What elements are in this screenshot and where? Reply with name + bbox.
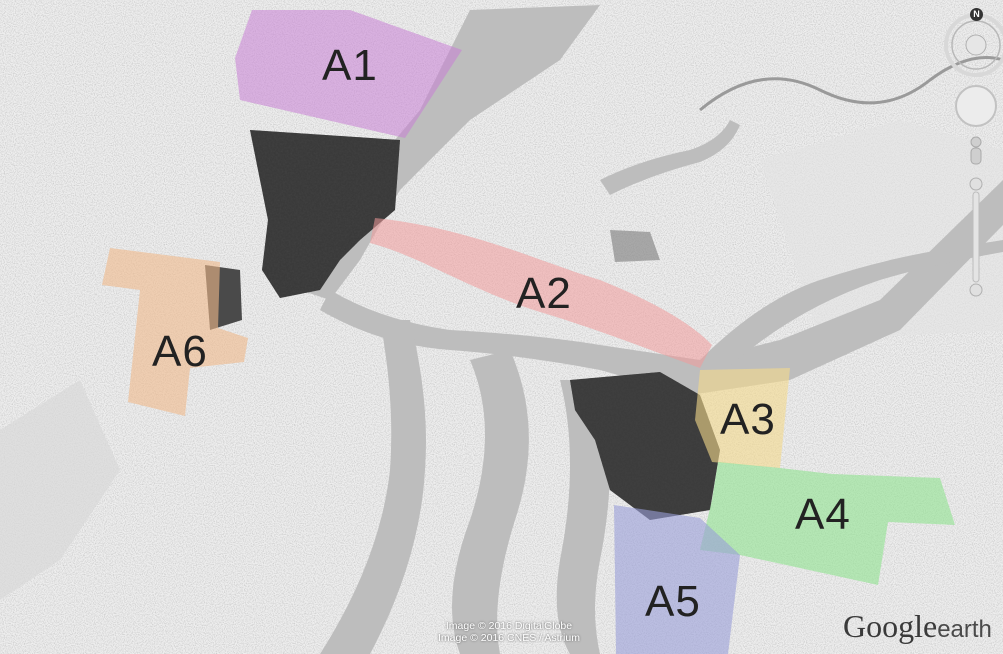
credit-digitalglobe: Image © 2016 DigitalGlobe [445,620,573,632]
zone-a4-area[interactable] [700,462,955,585]
move-joystick-icon[interactable] [955,85,997,127]
zoom-slider-icon[interactable] [969,177,983,297]
street-view-pegman-icon[interactable] [970,136,982,165]
zone-a5-label: A5 [645,577,701,626]
urban-north-settlement [610,230,660,262]
river-north-meander [600,120,740,195]
zone-a6-area[interactable] [102,248,248,416]
river-delta-west [320,320,426,654]
imagery-credits: Image © 2016 DigitalGlobe Image © 2016 C… [424,620,594,644]
river-thin-meander [699,56,1003,112]
navigation-controls-graphic [944,13,1003,297]
river-middle-channel [320,180,1003,395]
urban-west-city-grain [250,130,400,298]
river-delta-east [556,380,610,654]
zone-a2-area[interactable] [370,218,712,368]
logo-earth: earth [937,616,992,643]
credit-cnes-astrium: Image © 2016 CNES / Astrium [438,632,580,644]
logo-google: Google [843,608,938,644]
compass-north-indicator[interactable]: N [970,8,983,21]
zone-a4-label: A4 [795,490,851,539]
zone-a1-label: A1 [322,41,378,90]
field-patches [0,380,120,600]
google-earth-logo: Googleearth [843,610,992,642]
zone-a6-label: A6 [152,327,208,376]
urban-areas [205,130,720,520]
compass-ring-icon[interactable] [944,13,1003,77]
zone-a2-label: A2 [516,269,572,318]
urban-east-city-grain [570,372,720,520]
navigation-controls: N [938,0,1003,300]
zone-a1-area[interactable] [235,10,462,138]
zone-a3-label: A3 [720,395,776,444]
river-delta-centre [452,350,529,654]
zone-a5-area[interactable] [614,505,740,654]
zone-a3-area[interactable] [695,368,790,468]
